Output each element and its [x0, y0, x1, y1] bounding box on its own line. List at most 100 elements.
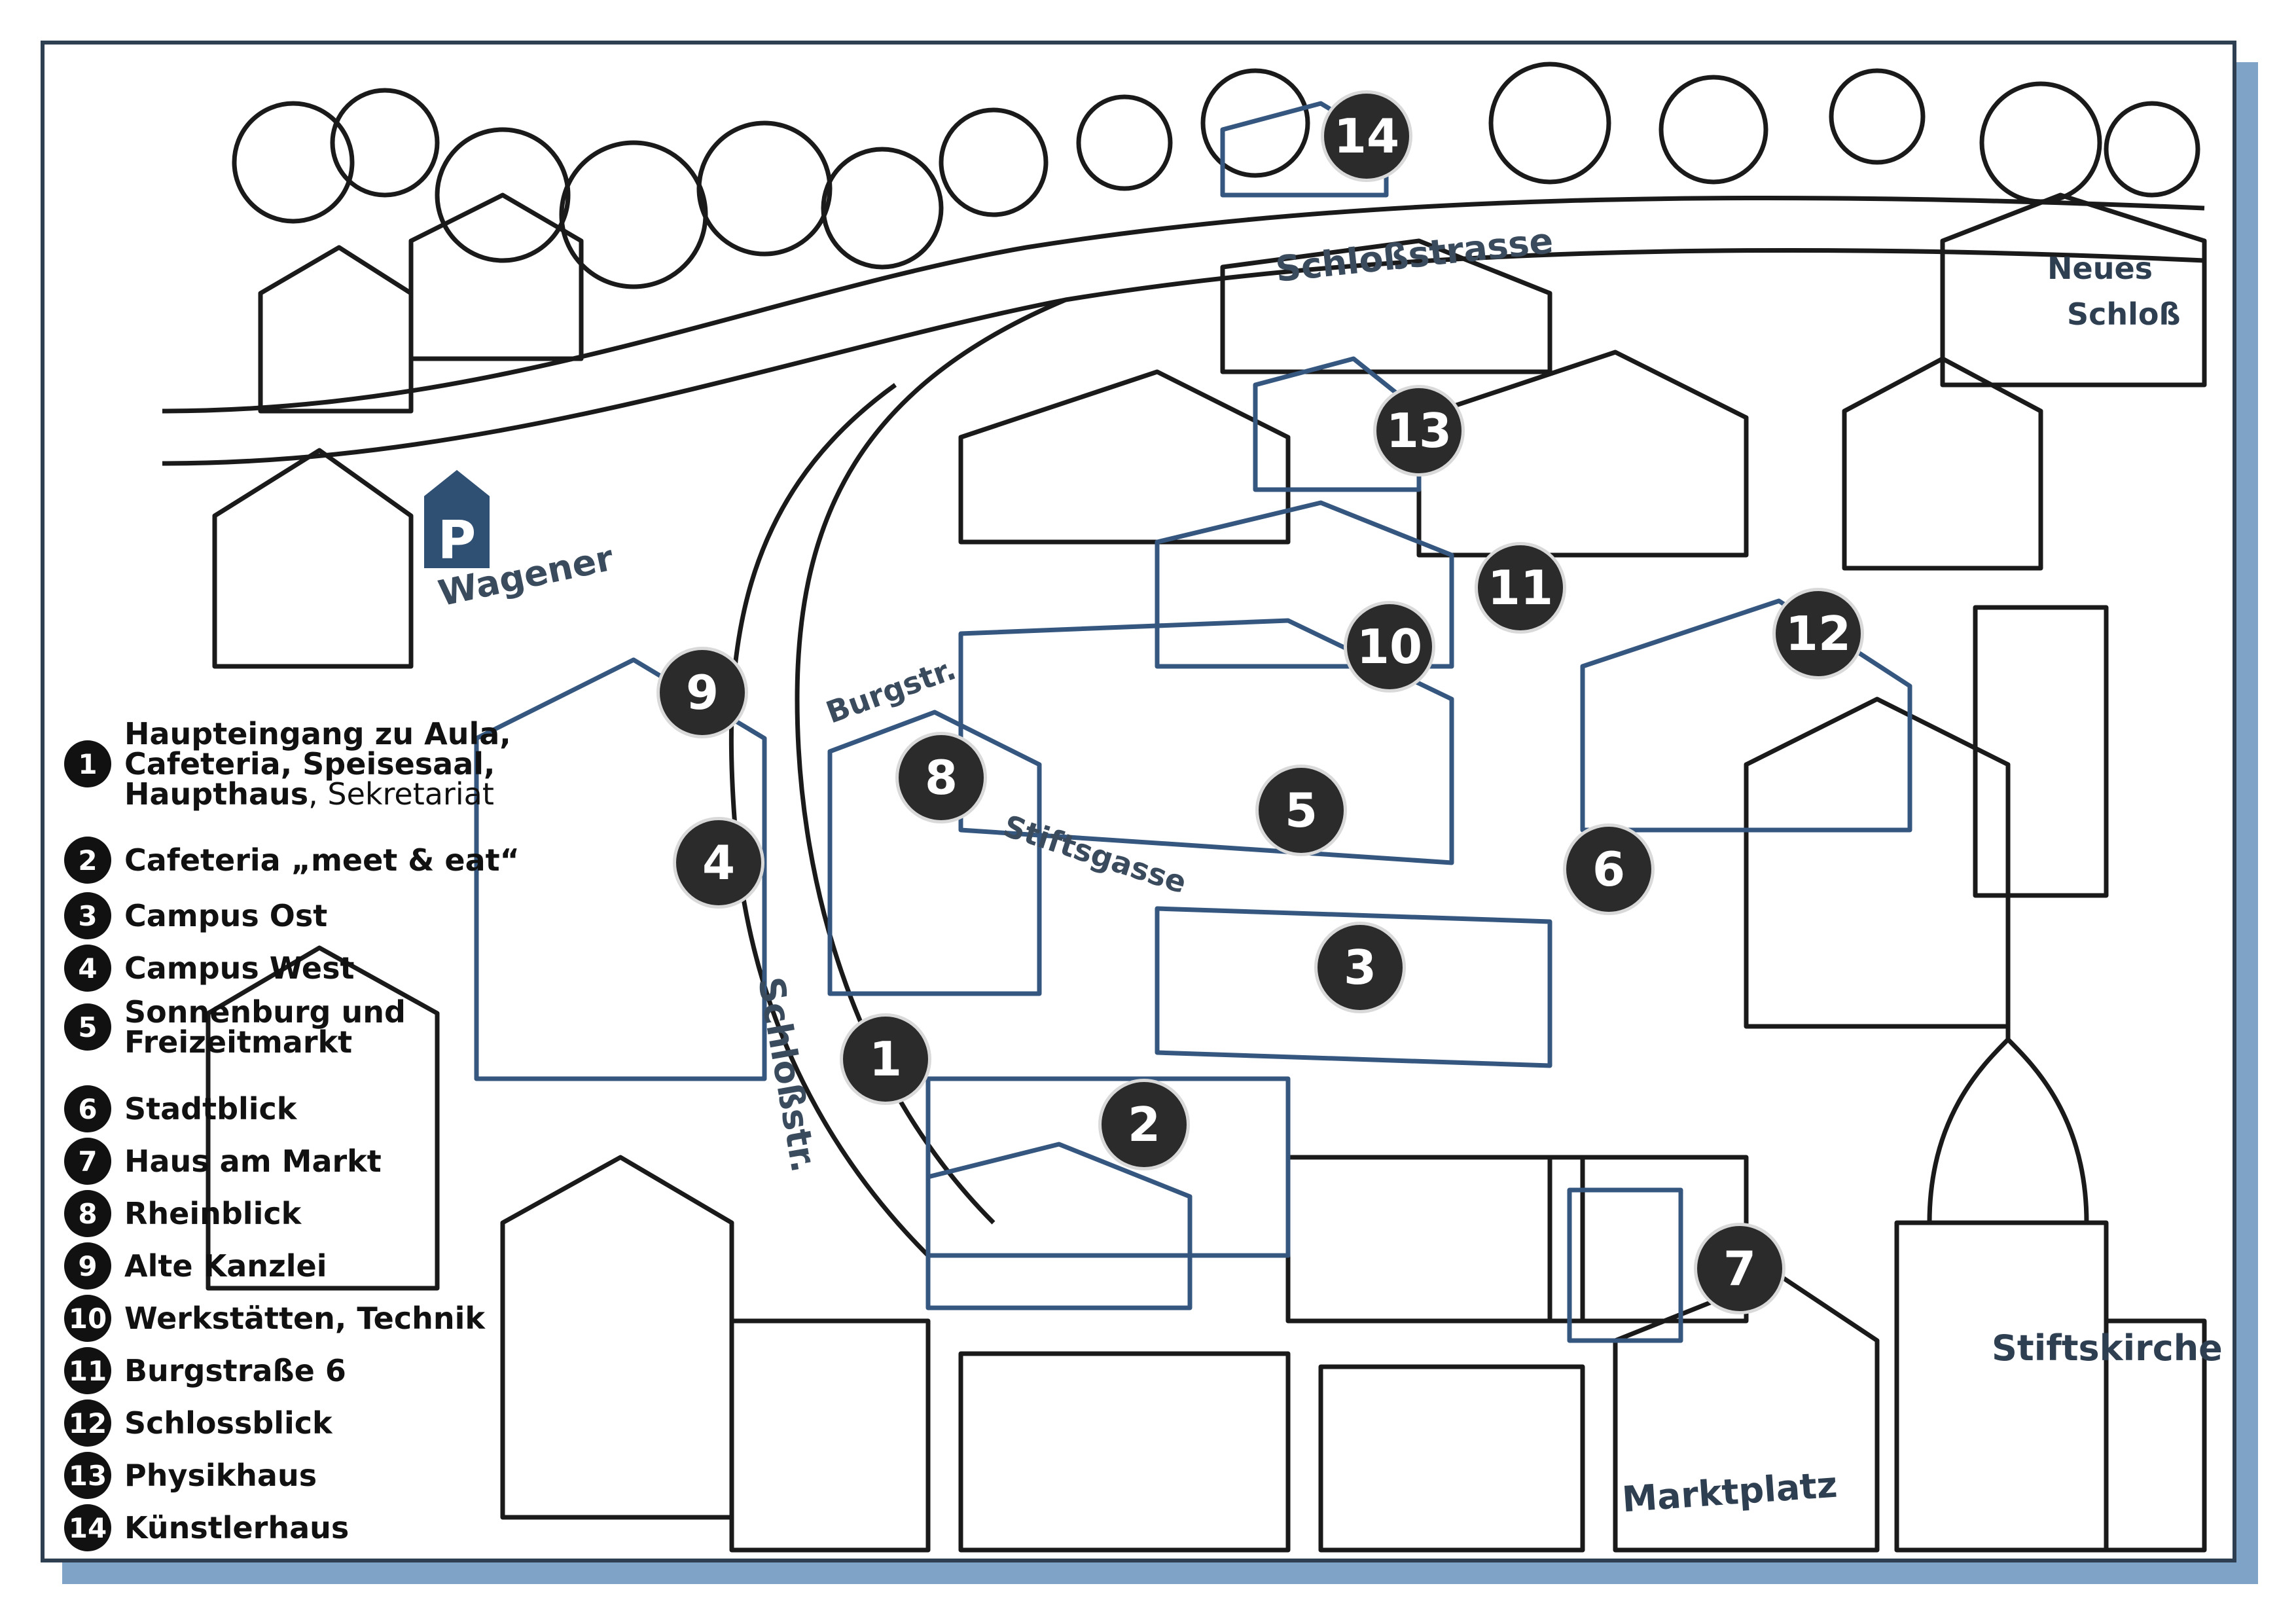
marker-8[interactable]: 8 [895, 732, 987, 823]
legend-label-line: Burgstraße 6 [124, 1356, 346, 1386]
legend-label-line: Haupthaus, Sekretariat [124, 779, 511, 809]
legend-label: Schlossblick [124, 1408, 332, 1438]
parking-sign [424, 470, 490, 568]
legend-number-badge: 3 [64, 892, 111, 939]
legend-label: Alte Kanzlei [124, 1251, 327, 1281]
legend-number-badge: 11 [64, 1347, 111, 1394]
marker-5[interactable]: 5 [1255, 765, 1347, 856]
place-label-neues: Neues [2047, 251, 2153, 286]
marker-12[interactable]: 12 [1772, 588, 1864, 679]
legend-label: Werkstätten, Technik [124, 1303, 485, 1333]
legend-label-line: Stadtblick [124, 1094, 296, 1124]
campus-building-1 [925, 1142, 1193, 1310]
legend-item-10: 10 Werkstätten, Technik [64, 1295, 485, 1342]
legend-label-segment: Sonnenburg und [124, 994, 406, 1030]
legend-item-2: 2 Cafeteria „meet & eat“ [64, 837, 520, 884]
marker-6[interactable]: 6 [1563, 823, 1655, 915]
legend-label-segment: Haupteingang zu Aula, [124, 716, 511, 751]
tree-canopy-top [232, 62, 2200, 289]
legend-label-line: Rheinblick [124, 1199, 301, 1229]
legend-label: Haupteingang zu Aula,Cafeteria, Speisesa… [124, 719, 511, 809]
legend-item-3: 3 Campus Ost [64, 892, 327, 939]
legend-number-badge: 5 [64, 1003, 111, 1051]
legend-item-9: 9 Alte Kanzlei [64, 1242, 327, 1290]
campus-building-10-11 [1155, 500, 1454, 669]
legend-number-badge: 4 [64, 945, 111, 992]
legend-number-badge: 14 [64, 1504, 111, 1551]
legend-label-segment: Haupthaus [124, 776, 309, 812]
legend-number-badge: 10 [64, 1295, 111, 1342]
legend-item-12: 12 Schlossblick [64, 1399, 332, 1447]
legend-number-badge: 7 [64, 1138, 111, 1185]
campus-building-8 [827, 710, 1042, 996]
legend-label-segment: Campus West [124, 950, 355, 986]
legend-number-badge: 2 [64, 837, 111, 884]
legend-label: Haus am Markt [124, 1146, 382, 1176]
marker-2[interactable]: 2 [1098, 1079, 1190, 1170]
legend-item-4: 4 Campus West [64, 945, 354, 992]
legend-label-line: Werkstätten, Technik [124, 1303, 485, 1333]
legend-item-11: 11 Burgstraße 6 [64, 1347, 346, 1394]
legend-label-segment: Künstlerhaus [124, 1510, 350, 1545]
legend-label-segment: Campus Ost [124, 898, 328, 933]
legend-label-segment: Physikhaus [124, 1458, 317, 1493]
legend-label-line: Künstlerhaus [124, 1513, 349, 1543]
legend-item-14: 14 Künstlerhaus [64, 1504, 349, 1551]
legend-label-segment: Werkstätten, Technik [124, 1301, 485, 1336]
legend-label: Stadtblick [124, 1094, 296, 1124]
legend-label: Rheinblick [124, 1199, 301, 1229]
legend-label-line: Schlossblick [124, 1408, 332, 1438]
legend-label-line: Campus Ost [124, 901, 327, 931]
legend-label-segment: Schlossblick [124, 1405, 332, 1441]
marker-7[interactable]: 7 [1694, 1223, 1785, 1314]
marker-13[interactable]: 13 [1373, 385, 1465, 477]
legend-label-segment: Freizeitmarkt [124, 1024, 353, 1060]
legend-label-segment: Burgstraße 6 [124, 1353, 346, 1388]
legend-label: Künstlerhaus [124, 1513, 349, 1543]
marker-9[interactable]: 9 [656, 647, 748, 738]
legend-number-badge: 6 [64, 1085, 111, 1132]
marker-11[interactable]: 11 [1475, 542, 1566, 634]
legend-label: Campus Ost [124, 901, 327, 931]
place-label-stiftskirche: Stiftskirche [1992, 1327, 2223, 1369]
legend-item-13: 13 Physikhaus [64, 1452, 317, 1499]
marker-10[interactable]: 10 [1344, 601, 1435, 693]
campus-map-drawing: P [162, 62, 2207, 1553]
legend-label-line: Cafeteria „meet & eat“ [124, 845, 520, 875]
campus-building-3 [1155, 906, 1552, 1068]
marker-4[interactable]: 4 [673, 817, 764, 909]
legend-number-badge: 13 [64, 1452, 111, 1499]
legend-label-line: Cafeteria, Speisesaal, [124, 749, 511, 779]
road-schlossstrasse [162, 195, 2205, 414]
campus-building-4 [474, 657, 767, 1081]
campus-building-6-12 [1580, 598, 1912, 833]
legend-label-line: Campus West [124, 953, 354, 983]
legend-label: Campus West [124, 953, 354, 983]
marker-14[interactable]: 14 [1321, 90, 1412, 182]
legend-item-8: 8 Rheinblick [64, 1190, 301, 1237]
legend-label-segment: Haus am Markt [124, 1144, 382, 1179]
legend-number-badge: 8 [64, 1190, 111, 1237]
legend-label-segment: Alte Kanzlei [124, 1248, 327, 1284]
place-label-schloss: Schloß [2067, 297, 2181, 332]
legend-label-line: Haupteingang zu Aula, [124, 719, 511, 749]
legend-number-badge: 12 [64, 1399, 111, 1447]
legend-label: Burgstraße 6 [124, 1356, 346, 1386]
map-frame: P Schloßstrasse Wagener Burgstr. Stiftsg… [41, 41, 2236, 1562]
legend-label-line: Alte Kanzlei [124, 1251, 327, 1281]
legend-label-segment: Cafeteria, Speisesaal, [124, 746, 495, 782]
marker-3[interactable]: 3 [1314, 922, 1406, 1013]
legend-label-line: Sonnenburg und [124, 997, 406, 1027]
legend-label: Cafeteria „meet & eat“ [124, 845, 520, 875]
legend-number-badge: 9 [64, 1242, 111, 1290]
parking-letter: P [438, 510, 476, 571]
marker-1[interactable]: 1 [840, 1013, 931, 1105]
campus-building-7 [1567, 1187, 1683, 1343]
legend-label-line: Freizeitmarkt [124, 1027, 406, 1057]
legend-label-line: Haus am Markt [124, 1146, 382, 1176]
legend-label-segment: Stadtblick [124, 1091, 297, 1127]
legend-item-7: 7 Haus am Markt [64, 1138, 382, 1185]
